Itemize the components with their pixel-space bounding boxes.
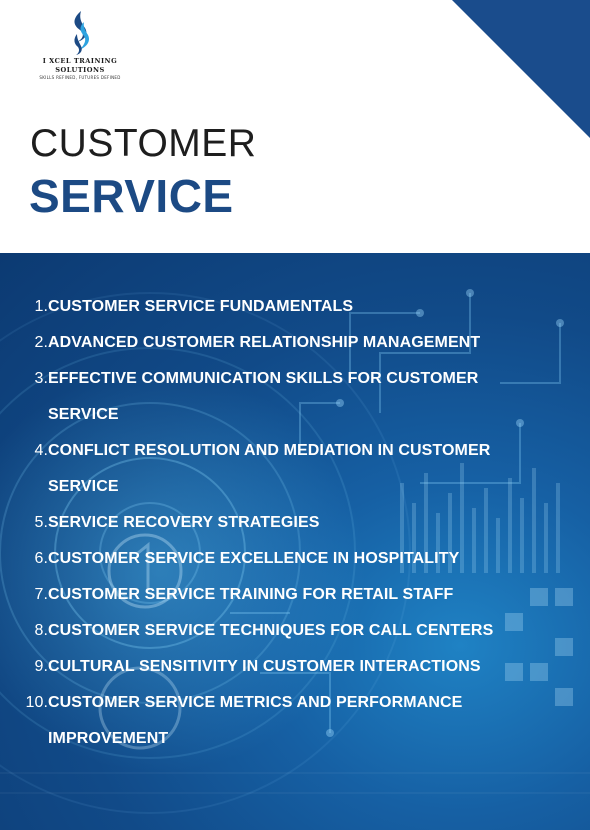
list-item: 7.CUSTOMER SERVICE TRAINING FOR RETAIL S… (0, 577, 538, 613)
company-logo: I XCEL TRAINING SOLUTIONS SKILLS REFINED… (28, 10, 132, 80)
list-item: 4.CONFLICT RESOLUTION AND MEDIATION IN C… (0, 433, 538, 505)
header-section: I XCEL TRAINING SOLUTIONS SKILLS REFINED… (0, 0, 590, 253)
list-item: 8.CUSTOMER SERVICE TECHNIQUES FOR CALL C… (0, 613, 538, 649)
list-item-text: CUSTOMER SERVICE METRICS AND PERFORMANCE… (48, 694, 463, 747)
list-item: 2.ADVANCED CUSTOMER RELATIONSHIP MANAGEM… (0, 325, 538, 361)
logo-name-line2: SOLUTIONS (55, 66, 105, 74)
logo-tagline: SKILLS REFINED, FUTURES DEFINED (39, 75, 121, 80)
list-item-text: EFFECTIVE COMMUNICATION SKILLS FOR CUSTO… (48, 370, 479, 423)
list-item: 3.EFFECTIVE COMMUNICATION SKILLS FOR CUS… (0, 361, 538, 433)
list-item-text: CUSTOMER SERVICE EXCELLENCE IN HOSPITALI… (48, 550, 460, 567)
list-item-number: 5. (34, 514, 48, 531)
page-title-line1: CUSTOMER (30, 122, 257, 165)
list-item-number: 2. (34, 334, 48, 351)
logo-name-line1: I XCEL TRAINING (42, 57, 118, 65)
list-item-text: ADVANCED CUSTOMER RELATIONSHIP MANAGEMEN… (48, 334, 481, 351)
list-item-number: 6. (34, 550, 48, 567)
flame-logo-icon (74, 11, 89, 55)
list-item-number: 9. (34, 658, 48, 675)
list-item: 9.CULTURAL SENSITIVITY IN CUSTOMER INTER… (0, 649, 538, 685)
list-item-number: 1. (34, 298, 48, 315)
list-item-number: 3. (34, 370, 48, 387)
list-item-number: 4. (34, 442, 48, 459)
list-item-number: 10. (25, 694, 48, 711)
list-item-text: CUSTOMER SERVICE TRAINING FOR RETAIL STA… (48, 586, 454, 603)
course-list: 1.CUSTOMER SERVICE FUNDAMENTALS 2.ADVANC… (0, 289, 590, 757)
list-item: 1.CUSTOMER SERVICE FUNDAMENTALS (0, 289, 538, 325)
list-item: 5.SERVICE RECOVERY STRATEGIES (0, 505, 538, 541)
list-item: 6.CUSTOMER SERVICE EXCELLENCE IN HOSPITA… (0, 541, 538, 577)
page-title-line2: SERVICE (29, 170, 234, 222)
corner-triangle-decoration (452, 0, 590, 138)
list-item-text: CULTURAL SENSITIVITY IN CUSTOMER INTERAC… (48, 658, 481, 675)
tech-background-graphic (0, 253, 590, 830)
list-item-number: 8. (34, 622, 48, 639)
list-item-text: SERVICE RECOVERY STRATEGIES (48, 514, 320, 531)
list-item: 10.CUSTOMER SERVICE METRICS AND PERFORMA… (0, 685, 538, 757)
list-item-number: 7. (34, 586, 48, 603)
course-list-panel: 1.CUSTOMER SERVICE FUNDAMENTALS 2.ADVANC… (0, 253, 590, 830)
list-item-text: CONFLICT RESOLUTION AND MEDIATION IN CUS… (48, 442, 491, 495)
list-item-text: CUSTOMER SERVICE FUNDAMENTALS (48, 298, 354, 315)
list-item-text: CUSTOMER SERVICE TECHNIQUES FOR CALL CEN… (48, 622, 494, 639)
